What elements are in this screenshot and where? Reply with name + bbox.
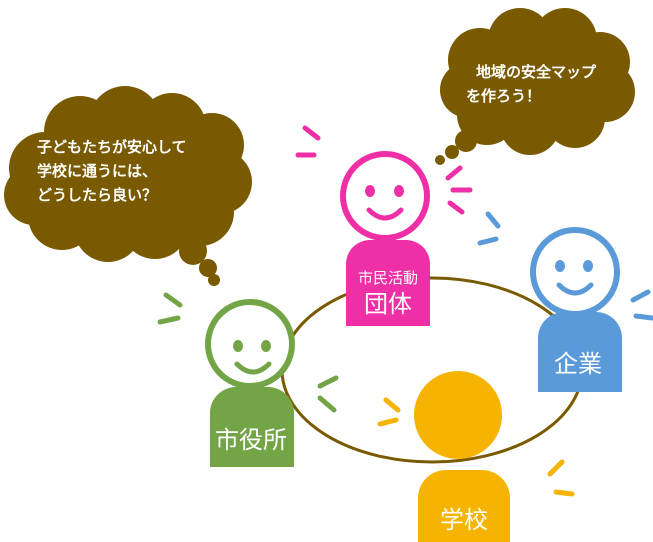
thought-dot — [208, 274, 220, 286]
thought-dot — [435, 155, 445, 165]
thought-dot — [199, 259, 217, 277]
school-figure: 学校 — [414, 371, 510, 542]
bubble-right-line-1: 地域の安全マップ — [476, 63, 597, 81]
npo-label-line-1: 市民活動 — [358, 269, 418, 287]
company-head — [530, 227, 620, 317]
npo-figure: 市民活動 団体 — [340, 151, 430, 326]
thought-dot — [455, 130, 477, 152]
bubble-left-line-1: 子どもたちが安心して — [37, 138, 187, 156]
thought-dot — [179, 237, 207, 265]
npo-accent-marks — [295, 125, 473, 215]
npo-label-line-2: 団体 — [364, 290, 412, 318]
company-label: 企業 — [554, 350, 602, 378]
speech-bubble-left: 子どもたちが安心して 学校に通うには、 どうしたら良い？ — [4, 86, 252, 286]
city-hall-accent-marks — [157, 292, 339, 413]
school-label: 学校 — [440, 506, 488, 534]
school-head — [414, 371, 502, 459]
bubble-left-line-3: どうしたら良い？ — [37, 186, 157, 204]
city-hall-figure: 市役所 — [205, 299, 295, 467]
company-accent-marks — [477, 211, 653, 321]
city-hall-label: 市役所 — [215, 426, 287, 454]
company-figure: 企業 — [530, 227, 622, 392]
npo-head — [340, 151, 430, 241]
school-accent-marks — [377, 397, 575, 497]
bubble-right-line-2: を作ろう！ — [466, 87, 541, 105]
thought-dot — [445, 145, 459, 159]
bubble-left-line-2: 学校に通うには、 — [37, 162, 157, 180]
speech-bubble-right: 地域の安全マップ を作ろう！ — [435, 8, 635, 165]
